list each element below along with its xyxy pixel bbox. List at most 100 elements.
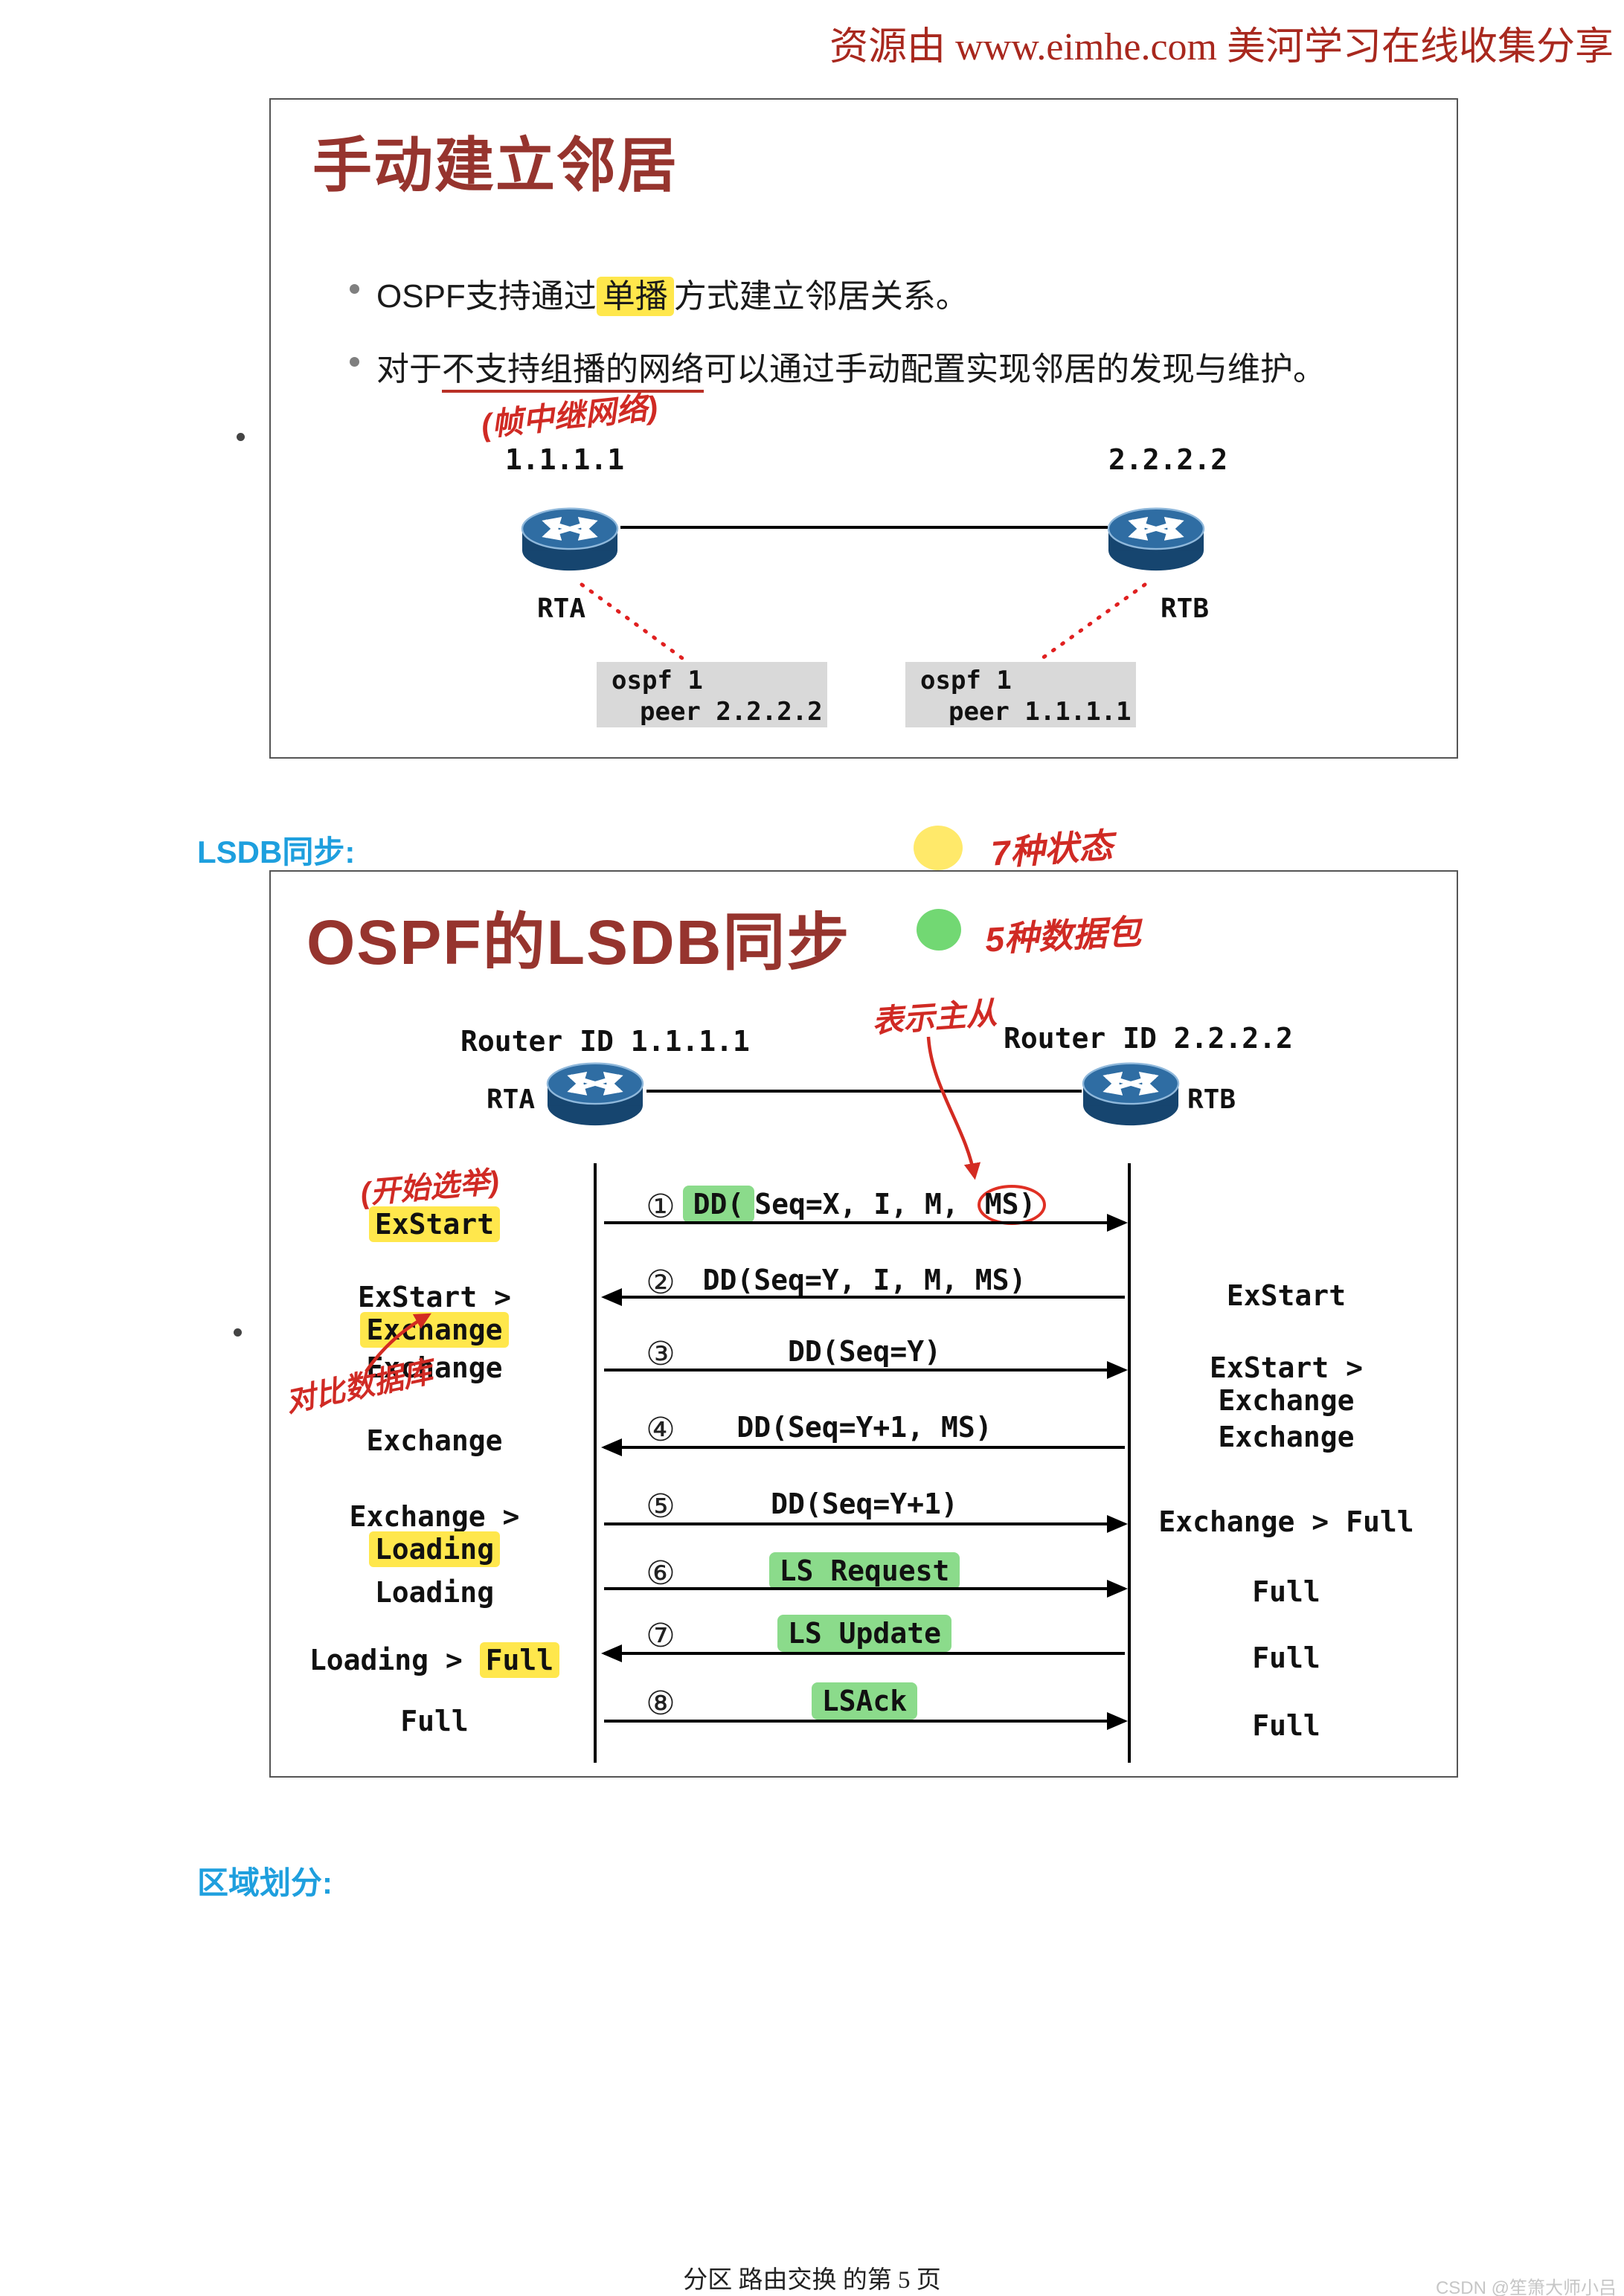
right-router-label: RTB bbox=[1161, 594, 1210, 624]
msg-number: ② bbox=[646, 1264, 675, 1302]
slide-lsdb-sync: OSPF的LSDB同步 表示主从 Router ID 1.1.1.1 Route… bbox=[269, 870, 1458, 1778]
msg6-arrow-right bbox=[604, 1580, 1128, 1598]
state-highlight: Full bbox=[479, 1642, 560, 1678]
slide1-bullet-2: 对于不支持组播的网络可以通过手动配置实现邻居的发现与维护。 bbox=[376, 342, 1326, 393]
msg-dd3: DD(Seq=Y) bbox=[788, 1335, 941, 1368]
right-state-7: Full bbox=[1252, 1709, 1320, 1742]
msg-number: ③ bbox=[646, 1335, 675, 1373]
right-state-1: ExStart bbox=[1226, 1279, 1347, 1312]
msg5-arrow-right bbox=[604, 1515, 1128, 1533]
msg-dd4: DD(Seq=Y+1, MS) bbox=[736, 1411, 992, 1444]
slide2-title: OSPF的LSDB同步 bbox=[306, 907, 851, 977]
right-router-ip: 2.2.2.2 bbox=[1108, 443, 1228, 476]
right-state-5: Full bbox=[1252, 1575, 1320, 1608]
msg7-arrow-left bbox=[601, 1644, 1125, 1662]
right-state-2: ExStart > Exchange bbox=[1210, 1351, 1363, 1417]
msg1-mid: Seq=X, I, M, bbox=[754, 1188, 976, 1221]
left-state-4: Exchange bbox=[366, 1424, 503, 1457]
msg-number: ⑦ bbox=[646, 1617, 675, 1655]
slide-manual-neighbor: 手动建立邻居 OSPF支持通过单播方式建立邻居关系。 对于不支持组播的网络可以通… bbox=[269, 98, 1458, 759]
left-state-1: ExStart bbox=[278, 1206, 591, 1242]
left-lifeline bbox=[594, 1163, 597, 1763]
slide1-bullet-1: OSPF支持通过单播方式建立邻居关系。 bbox=[376, 269, 969, 317]
ink-five-packets: 5种数据包 bbox=[983, 912, 1142, 959]
page-header: 资源由 www.eimhe.com 美河学习在线收集分享 bbox=[829, 26, 1614, 68]
left-state-5: Exchange > Loading bbox=[278, 1500, 591, 1567]
lsack-pill: LSAck bbox=[811, 1682, 918, 1720]
router-icon bbox=[1080, 1058, 1181, 1130]
msg1-arrow-right bbox=[604, 1214, 1128, 1232]
msg-dd2: DD(Seq=Y, I, M, MS) bbox=[702, 1264, 1027, 1296]
slide1-title: 手动建立邻居 bbox=[312, 132, 678, 199]
bullet-dot bbox=[350, 357, 359, 367]
msg1-dd-highlight: DD( bbox=[682, 1186, 755, 1223]
state-highlight: Loading bbox=[368, 1531, 501, 1567]
section-label-area: 区域划分: bbox=[197, 1865, 333, 1900]
state-text: Exchange > bbox=[349, 1500, 520, 1533]
bullet1-post: 方式建立邻居关系。 bbox=[673, 278, 969, 315]
ink-election-note: (开始选举) bbox=[359, 1165, 501, 1211]
config-line: ospf 1 bbox=[920, 666, 1012, 695]
msg-dd5: DD(Seq=Y+1) bbox=[771, 1488, 958, 1520]
right-state-4: Exchange > Full bbox=[1158, 1505, 1414, 1538]
left-state-7: Loading > Full bbox=[278, 1642, 591, 1678]
msg-dd1: DD(Seq=X, I, M, MS) bbox=[604, 1185, 1125, 1225]
network-cable bbox=[620, 526, 1108, 529]
msg-number: ① bbox=[646, 1188, 675, 1226]
config-line: peer 1.1.1.1 bbox=[949, 697, 1132, 727]
left-router-id: Router ID 1.1.1.1 bbox=[460, 1025, 750, 1058]
state-text: Loading > bbox=[309, 1644, 480, 1676]
margin-bullet-1 bbox=[237, 433, 245, 441]
bullet2-post: 可以通过手动配置实现邻居的发现与维护。 bbox=[704, 351, 1326, 388]
bullet1-pre: OSPF支持通过 bbox=[376, 278, 597, 315]
msg8-arrow-right bbox=[604, 1712, 1128, 1730]
ls-request-pill: LS Request bbox=[768, 1552, 960, 1589]
page-footer: 分区 路由交换 的第 5 页 bbox=[683, 2267, 941, 2294]
left-state-8: Full bbox=[400, 1705, 469, 1737]
bullet1-highlight: 单播 bbox=[596, 277, 674, 316]
right-router-label: RTB bbox=[1187, 1084, 1236, 1115]
left-state-6: Loading bbox=[374, 1576, 495, 1609]
msg-number: ⑧ bbox=[646, 1685, 675, 1723]
msg2-arrow-left bbox=[601, 1288, 1125, 1306]
msg-lsack: LSAck bbox=[604, 1682, 1125, 1720]
left-config-box: ospf 1 peer 2.2.2.2 bbox=[597, 662, 827, 727]
left-router-label: RTA bbox=[487, 1084, 536, 1115]
bullet2-underlined: 不支持组播的网络 bbox=[442, 351, 704, 393]
margin-bullet-2 bbox=[234, 1328, 242, 1337]
left-router-ip: 1.1.1.1 bbox=[505, 443, 625, 476]
msg-number: ④ bbox=[646, 1411, 675, 1449]
msg4-arrow-left bbox=[601, 1438, 1125, 1456]
right-state-6: Full bbox=[1252, 1641, 1320, 1674]
state-highlight: ExStart bbox=[368, 1206, 501, 1242]
msg-ls-update: LS Update bbox=[604, 1615, 1125, 1652]
section-label-lsdb: LSDB同步: bbox=[197, 835, 356, 869]
bullet-dot bbox=[350, 284, 359, 294]
right-router-id: Router ID 2.2.2.2 bbox=[1004, 1022, 1293, 1055]
ink-seven-states: 7种状态 bbox=[989, 826, 1114, 873]
right-lifeline bbox=[1128, 1163, 1131, 1763]
state-highlight: Exchange bbox=[360, 1312, 509, 1348]
ls-update-pill: LS Update bbox=[777, 1615, 951, 1652]
left-state-2: ExStart > Exchange bbox=[278, 1281, 591, 1348]
csdn-watermark: CSDN @笙箫大师小吕 bbox=[1435, 2278, 1617, 2296]
msg-number: ⑤ bbox=[646, 1488, 675, 1525]
msg3-arrow-right bbox=[604, 1361, 1128, 1379]
msg-number: ⑥ bbox=[646, 1554, 675, 1592]
yellow-legend-circle bbox=[914, 826, 963, 870]
router-icon bbox=[519, 503, 620, 575]
state-text: ExStart > bbox=[358, 1281, 511, 1313]
right-state-3: Exchange bbox=[1218, 1421, 1355, 1453]
router-icon bbox=[1105, 503, 1207, 575]
router-icon bbox=[545, 1058, 646, 1130]
ink-master-slave-note: 表示主从 bbox=[870, 995, 998, 1039]
msg1-ms-circled: MS) bbox=[977, 1185, 1047, 1225]
bullet2-pre: 对于 bbox=[376, 351, 442, 388]
right-config-box: ospf 1 peer 1.1.1.1 bbox=[905, 662, 1136, 727]
msg-ls-request: LS Request bbox=[604, 1552, 1125, 1589]
network-cable bbox=[646, 1090, 1082, 1093]
config-line: peer 2.2.2.2 bbox=[640, 697, 823, 727]
green-legend-circle bbox=[917, 909, 961, 951]
config-line: ospf 1 bbox=[612, 666, 703, 695]
